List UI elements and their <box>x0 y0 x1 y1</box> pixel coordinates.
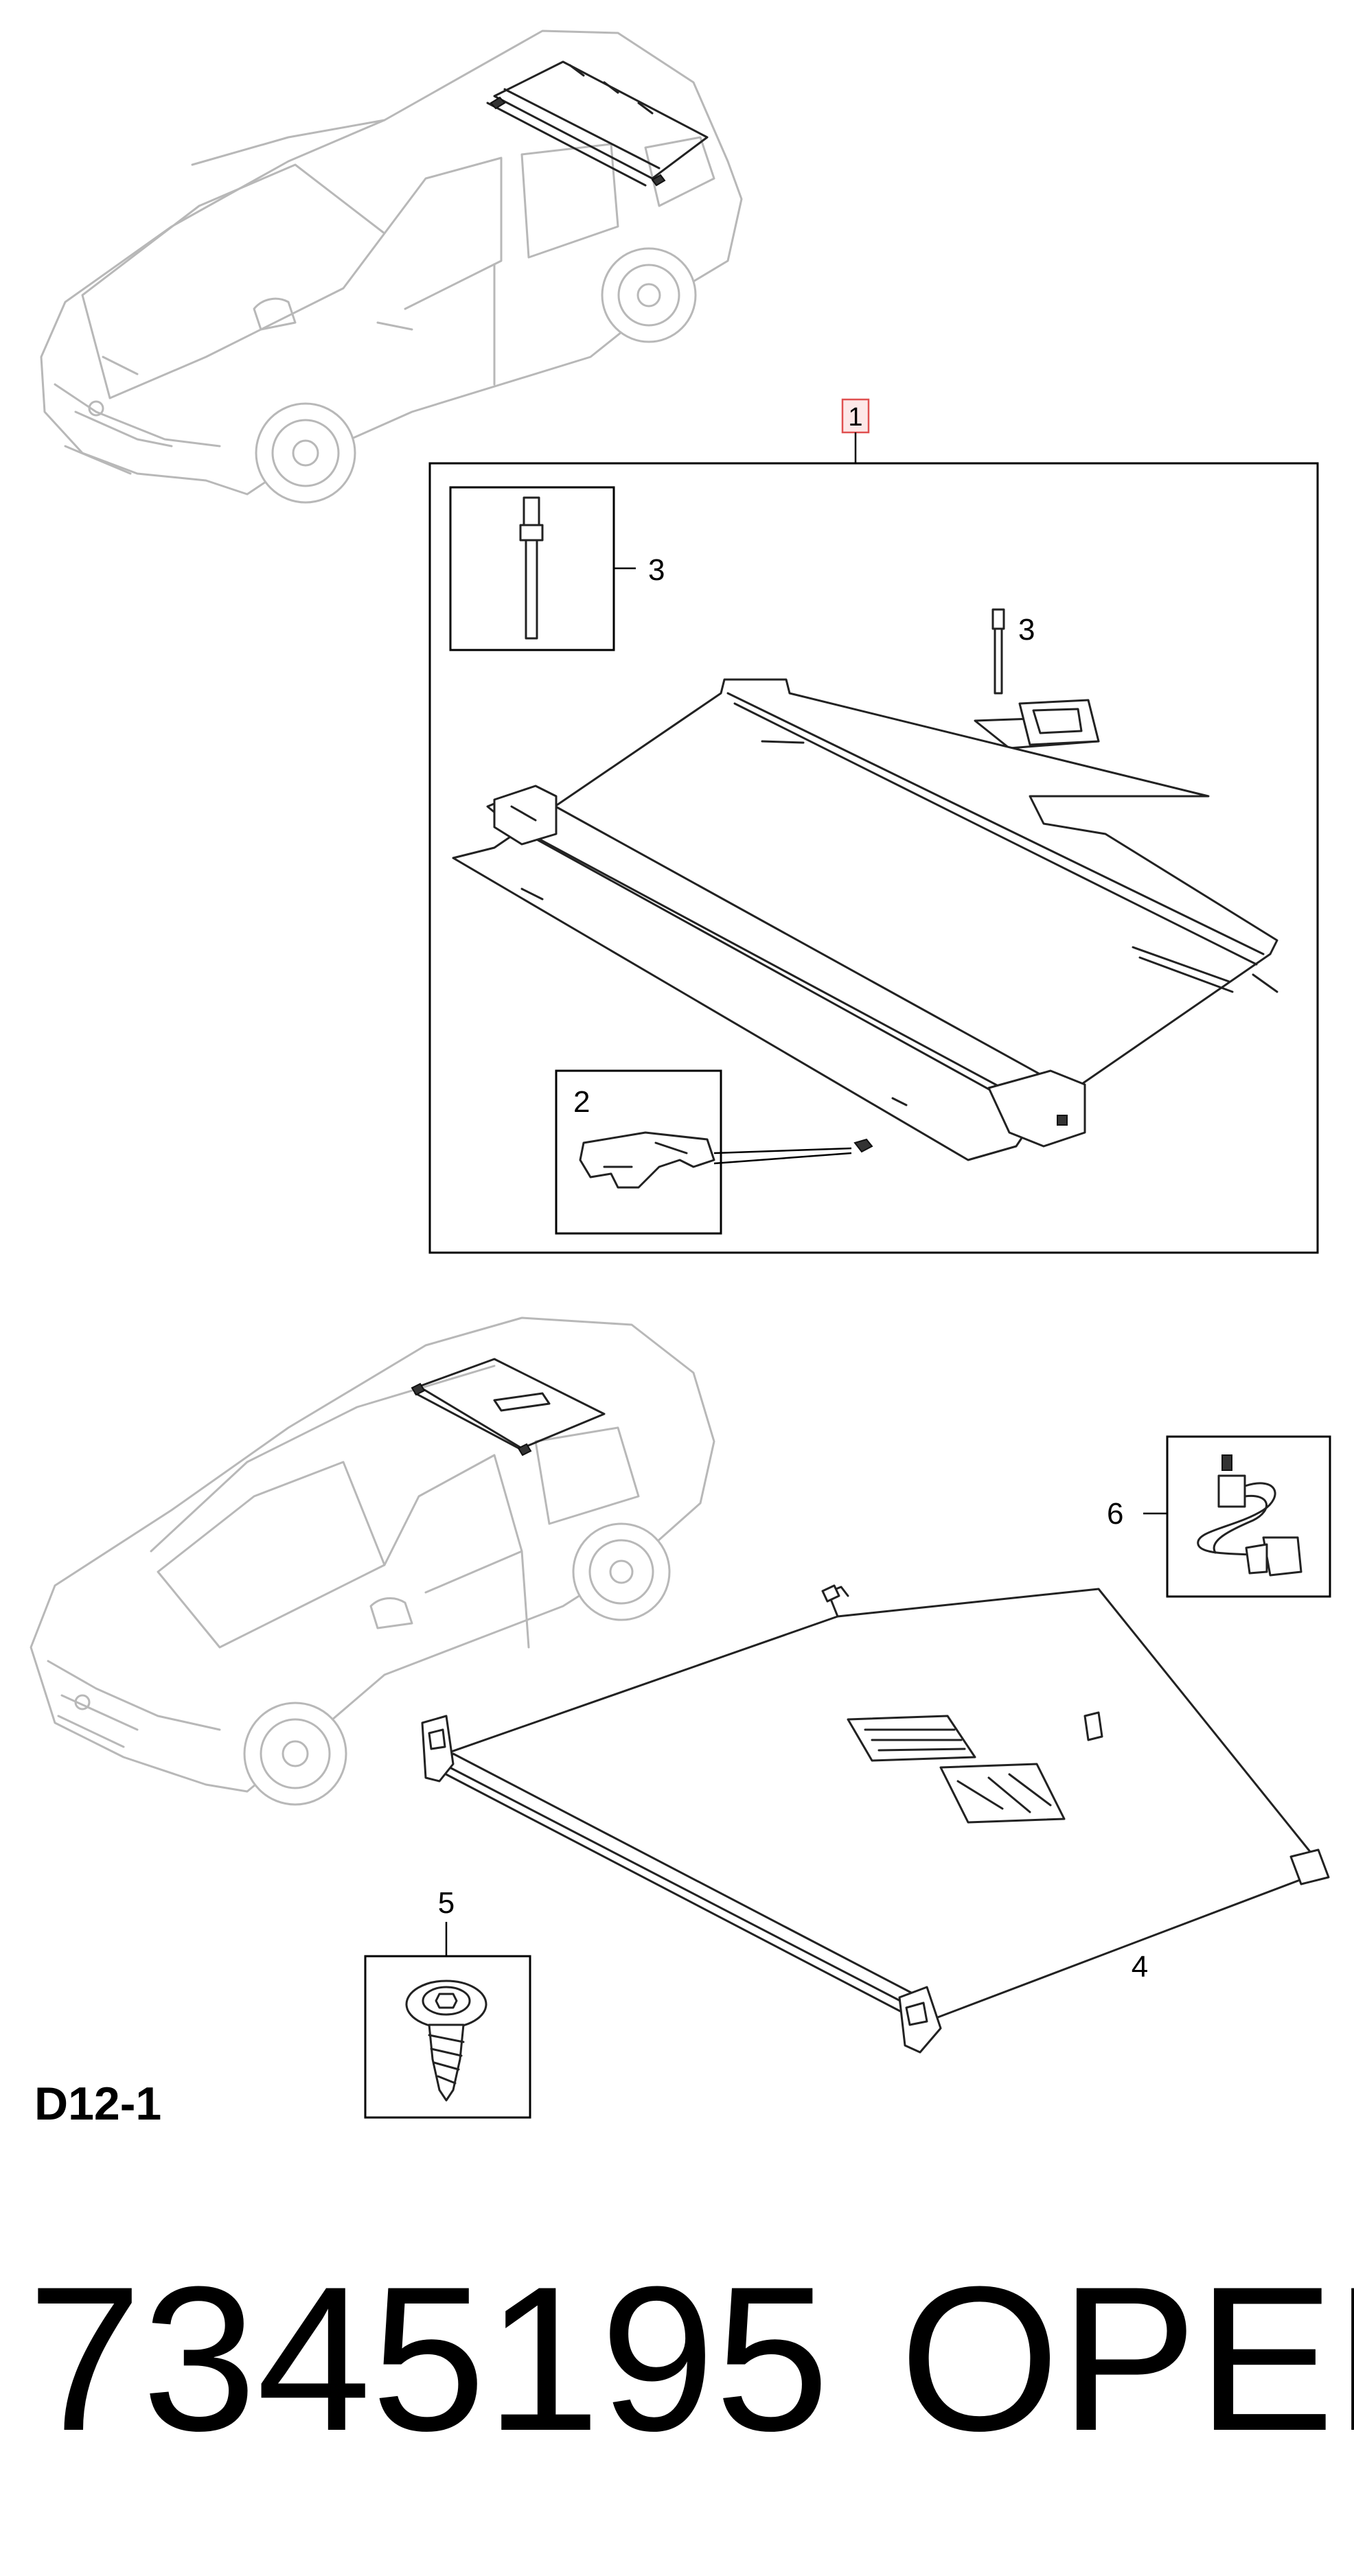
cargo-cover-panel <box>452 678 1278 1161</box>
part-3-pin: 3 <box>991 608 1035 695</box>
callout-3-label: 3 <box>648 553 665 587</box>
part-4-roller-cover: 4 <box>421 1584 1330 2054</box>
callout-3b-label: 3 <box>1018 613 1035 647</box>
callout-1-label: 1 <box>848 403 862 432</box>
part-5-box <box>364 1955 531 2119</box>
callout-5-label: 5 <box>438 1886 455 1920</box>
callout-2-label: 2 <box>573 1085 590 1119</box>
callout-1-group: 1 <box>841 398 870 463</box>
part-5-detail-box: 5 <box>364 1886 531 2119</box>
assembly-1-frame <box>428 462 1319 1254</box>
coupe-car-illustration <box>30 1316 715 1806</box>
retaining-bracket <box>974 699 1100 750</box>
callout-6-label: 6 <box>1107 1497 1123 1531</box>
brand-name: OPEL <box>899 2243 1354 2474</box>
callout-1-highlight <box>841 398 870 434</box>
part-number: 7345195 <box>27 2243 829 2474</box>
part-2-detail-box: 2 <box>555 1069 852 1235</box>
part-6-box <box>1166 1435 1331 1598</box>
estate-car-illustration <box>40 30 743 504</box>
part-3-detail-box: 3 <box>449 486 665 651</box>
callout-4-label: 4 <box>1132 1950 1148 1984</box>
page-code: D12-1 <box>34 2078 161 2130</box>
part-6-detail-box: 6 <box>1107 1435 1331 1598</box>
